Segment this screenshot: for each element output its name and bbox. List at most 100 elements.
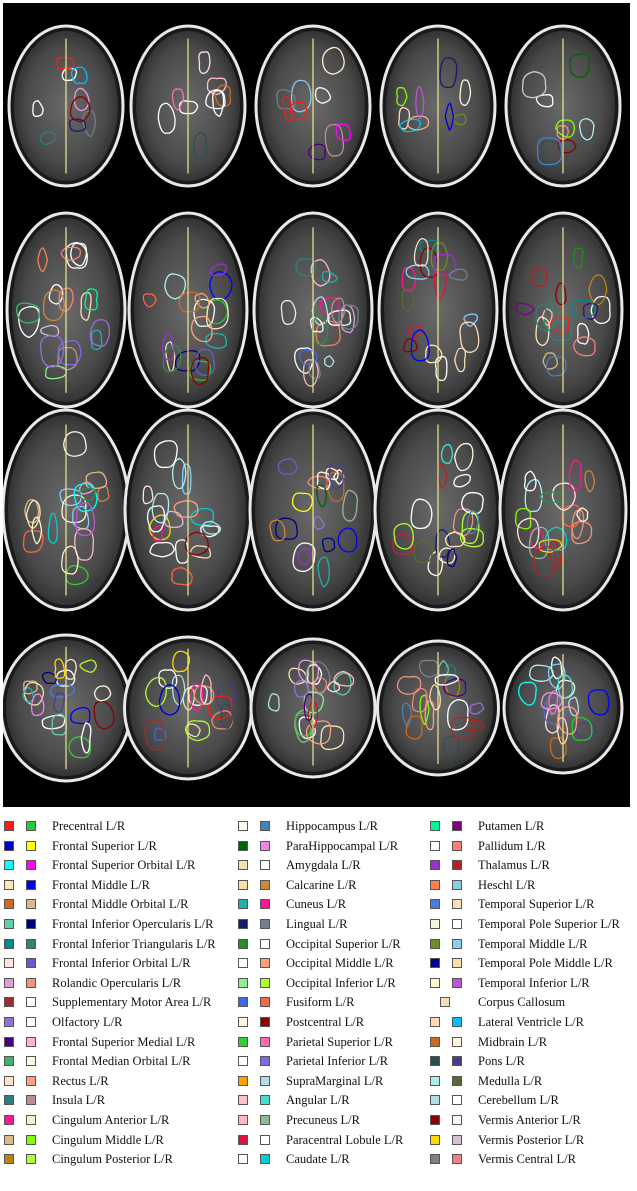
legend-label: Cerebellum L/R bbox=[478, 1093, 559, 1107]
right-color-swatch bbox=[260, 958, 270, 968]
right-color-swatch bbox=[260, 1135, 270, 1145]
right-color-swatch bbox=[26, 841, 36, 851]
left-color-swatch bbox=[430, 821, 440, 831]
left-color-swatch bbox=[430, 899, 440, 909]
brain-slice bbox=[3, 633, 133, 783]
left-color-swatch bbox=[4, 899, 14, 909]
left-color-swatch bbox=[4, 939, 14, 949]
right-color-swatch bbox=[452, 1076, 462, 1086]
legend-label: Temporal Middle L/R bbox=[478, 937, 588, 951]
left-color-swatch bbox=[4, 1154, 14, 1164]
legend-label: Lingual L/R bbox=[286, 917, 348, 931]
legend-label: Temporal Pole Middle L/R bbox=[478, 956, 613, 970]
right-color-swatch bbox=[452, 939, 462, 949]
legend-label: Precuneus L/R bbox=[286, 1113, 360, 1127]
legend-label: Frontal Superior L/R bbox=[52, 839, 157, 853]
brain-slice bbox=[127, 211, 249, 409]
legend-label: Frontal Median Orbital L/R bbox=[52, 1054, 191, 1068]
right-color-swatch bbox=[260, 1095, 270, 1105]
legend-label: Cuneus L/R bbox=[286, 897, 347, 911]
legend-label: Heschl L/R bbox=[478, 878, 536, 892]
right-color-swatch bbox=[452, 880, 462, 890]
legend-label: Paracentral Lobule L/R bbox=[286, 1133, 404, 1147]
left-color-swatch bbox=[430, 841, 440, 851]
right-color-swatch bbox=[26, 1037, 36, 1047]
legend-label: Cingulum Posterior L/R bbox=[52, 1152, 173, 1166]
region-legend: Precentral L/R Frontal Superior L/R Fronta… bbox=[0, 818, 637, 1188]
left-color-swatch bbox=[238, 1135, 248, 1145]
left-color-swatch bbox=[4, 958, 14, 968]
right-color-swatch bbox=[26, 1135, 36, 1145]
left-color-swatch bbox=[4, 1095, 14, 1105]
legend-label: Calcarine L/R bbox=[286, 878, 357, 892]
legend-label: Occipital Superior L/R bbox=[286, 937, 401, 951]
left-color-swatch bbox=[4, 1056, 14, 1066]
legend-label: Occipital Inferior L/R bbox=[286, 976, 396, 990]
brain-slice bbox=[7, 24, 125, 188]
left-color-swatch bbox=[238, 1076, 248, 1086]
left-color-swatch bbox=[430, 939, 440, 949]
brain-slice bbox=[498, 408, 628, 612]
left-color-swatch bbox=[238, 1037, 248, 1047]
right-color-swatch bbox=[260, 880, 270, 890]
legend-label: Caudate L/R bbox=[286, 1152, 350, 1166]
legend-label: Frontal Middle L/R bbox=[52, 878, 150, 892]
right-color-swatch bbox=[26, 919, 36, 929]
left-color-swatch bbox=[430, 978, 440, 988]
right-color-swatch bbox=[260, 1056, 270, 1066]
right-color-swatch bbox=[26, 1154, 36, 1164]
legend-label: Frontal Inferior Triangularis L/R bbox=[52, 937, 216, 951]
right-color-swatch bbox=[260, 1017, 270, 1027]
right-color-swatch bbox=[26, 1115, 36, 1125]
legend-label: Olfactory L/R bbox=[52, 1015, 123, 1029]
brain-slice bbox=[254, 24, 372, 188]
right-color-swatch bbox=[26, 1056, 36, 1066]
left-color-swatch bbox=[430, 958, 440, 968]
legend-label: Vermis Anterior L/R bbox=[478, 1113, 581, 1127]
right-color-swatch bbox=[452, 1154, 462, 1164]
right-color-swatch bbox=[452, 1056, 462, 1066]
left-color-swatch bbox=[4, 1017, 14, 1027]
right-color-swatch bbox=[260, 821, 270, 831]
legend-label: Frontal Inferior Orbital L/R bbox=[52, 956, 191, 970]
right-color-swatch bbox=[452, 860, 462, 870]
right-color-swatch bbox=[26, 958, 36, 968]
left-color-swatch bbox=[430, 1017, 440, 1027]
legend-label: Lateral Ventricle L/R bbox=[478, 1015, 584, 1029]
legend-label: Precentral L/R bbox=[52, 819, 126, 833]
legend-label: Parietal Inferior L/R bbox=[286, 1054, 389, 1068]
brain-slice bbox=[502, 641, 624, 775]
right-color-swatch bbox=[452, 841, 462, 851]
legend-label: Frontal Inferior Opercularis L/R bbox=[52, 917, 214, 931]
brain-slice bbox=[377, 211, 499, 409]
right-color-swatch bbox=[260, 1037, 270, 1047]
right-color-swatch bbox=[26, 997, 36, 1007]
brain-slice bbox=[123, 635, 253, 781]
left-color-swatch bbox=[238, 997, 248, 1007]
mri-slice-grid bbox=[3, 3, 630, 807]
left-color-swatch bbox=[238, 1017, 248, 1027]
left-color-swatch bbox=[4, 1076, 14, 1086]
left-color-swatch bbox=[238, 841, 248, 851]
brain-slice bbox=[123, 408, 253, 612]
left-color-swatch bbox=[4, 1037, 14, 1047]
right-color-swatch bbox=[26, 1076, 36, 1086]
right-color-swatch bbox=[26, 821, 36, 831]
left-color-swatch bbox=[430, 1037, 440, 1047]
right-color-swatch bbox=[452, 1037, 462, 1047]
legend-label: Angular L/R bbox=[286, 1093, 350, 1107]
legend-label: Cingulum Middle L/R bbox=[52, 1133, 164, 1147]
left-color-swatch bbox=[4, 1115, 14, 1125]
legend-label: Parietal Superior L/R bbox=[286, 1035, 393, 1049]
left-color-swatch bbox=[238, 1115, 248, 1125]
legend-label: Temporal Inferior L/R bbox=[478, 976, 590, 990]
right-color-swatch bbox=[26, 899, 36, 909]
color-swatch bbox=[440, 997, 450, 1007]
legend-label: Midbrain L/R bbox=[478, 1035, 548, 1049]
legend-label: SupraMarginal L/R bbox=[286, 1074, 384, 1088]
right-color-swatch bbox=[260, 860, 270, 870]
left-color-swatch bbox=[430, 880, 440, 890]
brain-slice bbox=[249, 637, 377, 779]
left-color-swatch bbox=[4, 1135, 14, 1145]
legend-label: Occipital Middle L/R bbox=[286, 956, 394, 970]
